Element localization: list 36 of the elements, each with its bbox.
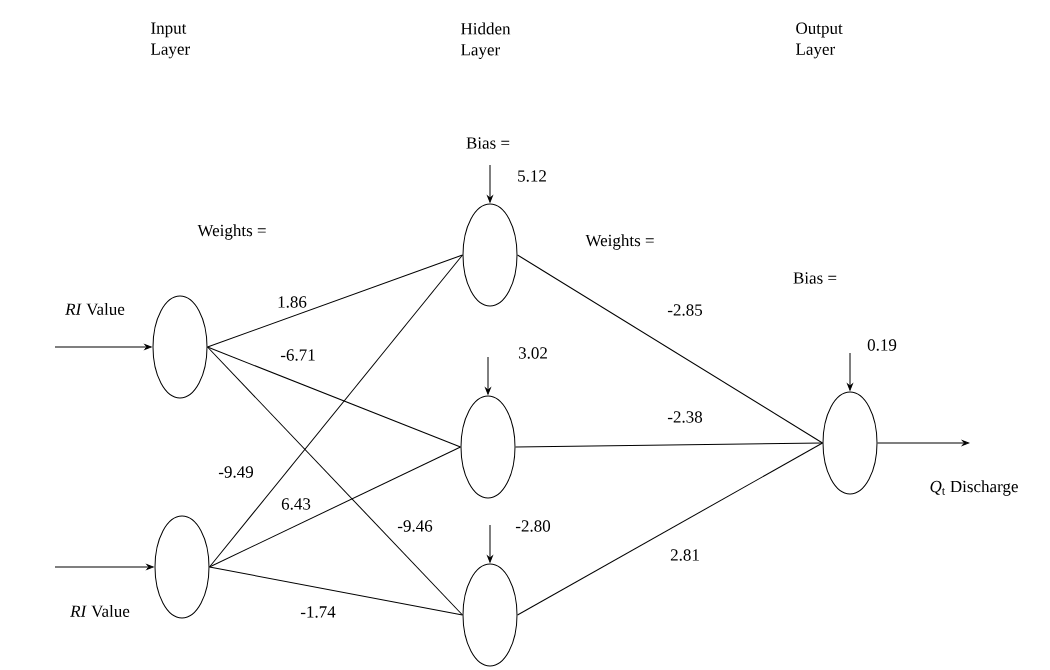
edge-label: -9.46 xyxy=(396,519,434,533)
neuron-ellipse xyxy=(152,295,208,399)
neuron-ellipse xyxy=(460,395,516,499)
arrow xyxy=(485,356,491,395)
edge-label: -2.80 xyxy=(514,519,552,533)
layer-label: Output Layer xyxy=(796,22,843,59)
arrow xyxy=(877,440,970,446)
edge-label: 3.02 xyxy=(517,346,549,360)
edge-label: -1.74 xyxy=(299,605,337,619)
layer-label: Hidden Layer xyxy=(461,22,511,59)
arrow xyxy=(847,352,853,391)
edge-label: 0.19 xyxy=(866,338,898,352)
neuron-ellipse xyxy=(154,515,210,619)
parameter-label: Bias = xyxy=(466,137,510,149)
edge-label: -6.71 xyxy=(279,348,317,362)
edge-label: -2.85 xyxy=(666,303,704,317)
edge-label: 6.43 xyxy=(280,497,312,511)
edge-label: -9.49 xyxy=(217,465,255,479)
edge-label: -2.38 xyxy=(666,410,704,424)
edge-label: 1.86 xyxy=(276,295,308,309)
arrow xyxy=(487,524,493,563)
edge-label: 2.81 xyxy=(669,548,701,562)
neuron-ellipse xyxy=(822,391,878,495)
neuron-ellipse xyxy=(462,563,518,667)
neuron-ellipse xyxy=(462,203,518,307)
parameter-label: Weights = xyxy=(197,224,266,240)
edge-label: RI Value xyxy=(64,302,126,317)
arrow xyxy=(54,564,154,570)
parameter-label: Bias = xyxy=(793,272,837,284)
edge-label: 5.12 xyxy=(516,169,548,183)
parameter-label: Weights = xyxy=(585,234,654,250)
edge-label: RI Value xyxy=(69,604,131,619)
arrow xyxy=(487,164,493,203)
arrow xyxy=(54,344,152,350)
edge-label: Q$_{t}$ Discharge xyxy=(928,479,1020,497)
layer-label: Input Layer xyxy=(151,22,190,59)
